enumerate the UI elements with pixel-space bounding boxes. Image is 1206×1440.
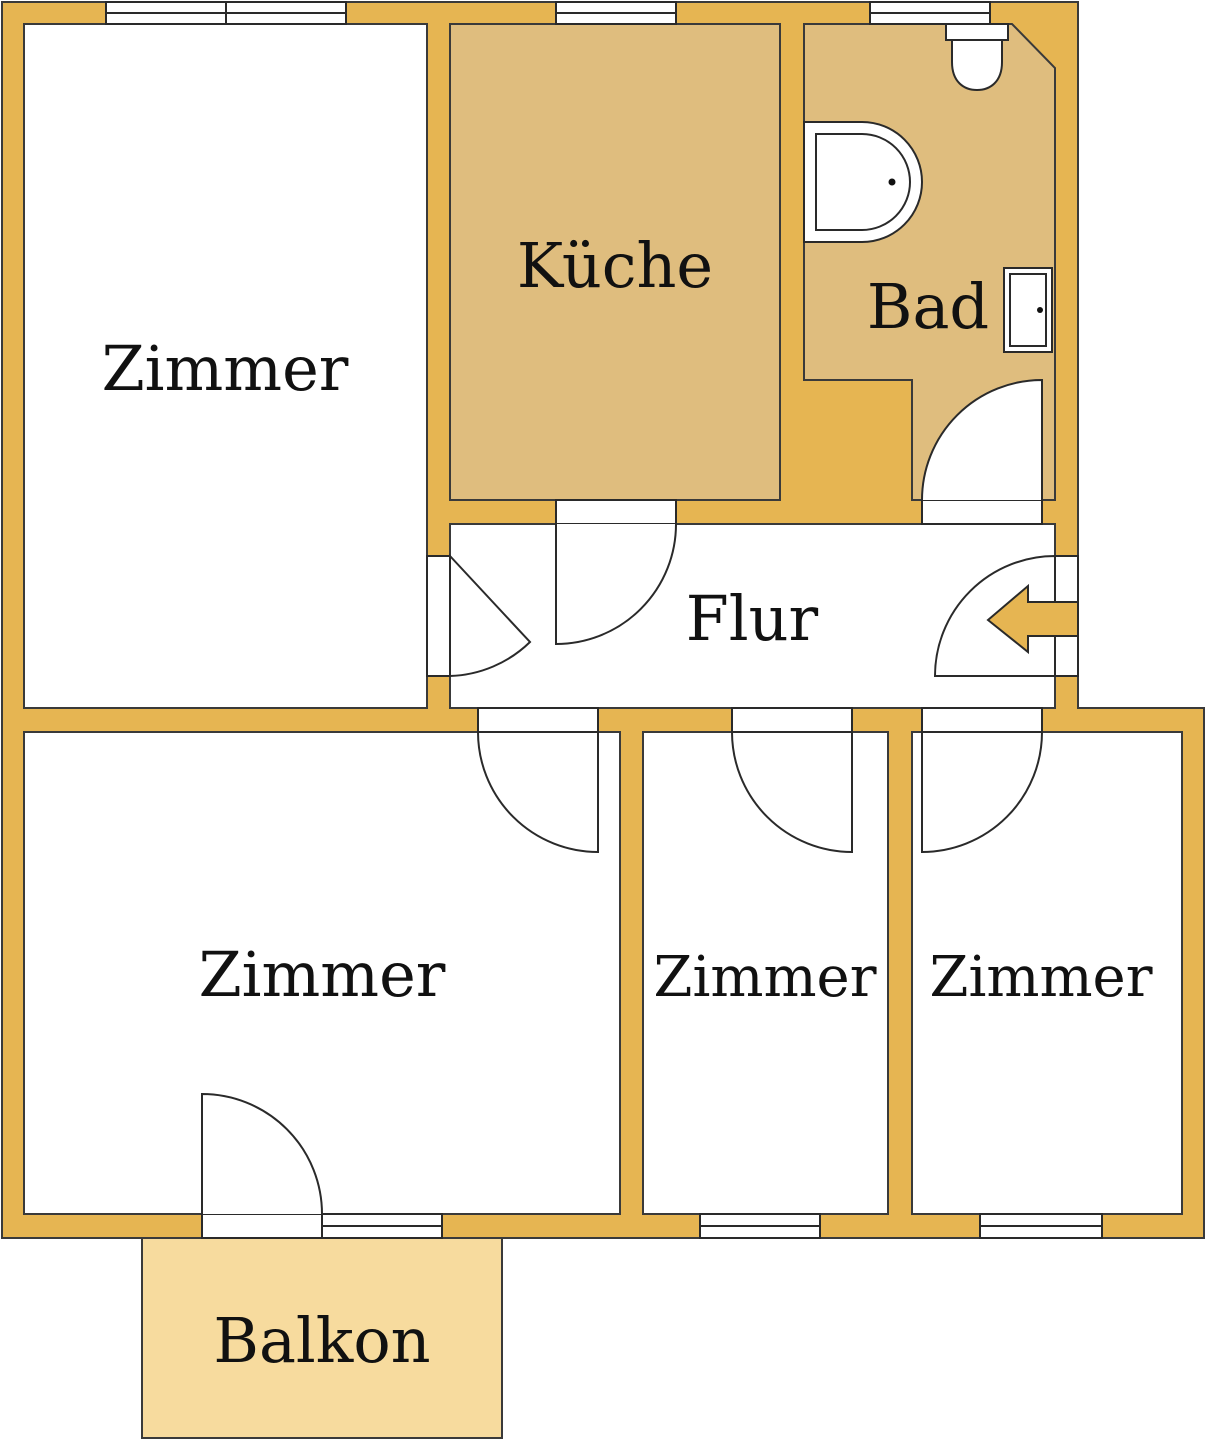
label-kueche: Küche	[517, 229, 713, 302]
doors	[201, 378, 1079, 1239]
bathtub-inner	[815, 133, 911, 231]
door-zimmer-top-left	[449, 553, 532, 678]
door-bad-opening	[921, 499, 1043, 525]
label-flur: Flur	[686, 582, 819, 655]
door-zimmer-bottom-right-opening	[921, 707, 1043, 733]
sink-icon	[1003, 267, 1053, 353]
room-labels: Zimmer Küche Bad Flur Zimmer Zimmer Zimm…	[102, 229, 1153, 1377]
door-bad	[921, 378, 1043, 501]
label-zimmer-bottom-middle: Zimmer	[654, 945, 877, 1010]
label-bad: Bad	[867, 270, 989, 343]
door-zimmer-top-left-opening	[426, 555, 451, 677]
door-kueche	[555, 523, 677, 646]
label-zimmer-top-left: Zimmer	[102, 332, 349, 405]
bathroom-fixtures	[803, 23, 1053, 353]
door-zimmer-bottom-left	[476, 731, 599, 854]
sink-basin	[1009, 273, 1047, 347]
door-zimmer-bottom-middle	[730, 731, 853, 854]
door-zimmer-bottom-left-opening	[477, 707, 599, 733]
label-zimmer-bottom-right: Zimmer	[930, 945, 1153, 1010]
door-kueche-opening	[555, 499, 677, 525]
door-zimmer-bottom-middle-opening	[731, 707, 853, 733]
room-balkon	[141, 1237, 503, 1439]
door-balkon	[201, 1092, 323, 1215]
sink-drain	[1037, 307, 1043, 313]
entrance-arrow-icon	[986, 583, 1079, 655]
label-zimmer-bottom-left: Zimmer	[199, 938, 446, 1011]
bathtub-icon	[803, 121, 923, 243]
door-balkon-opening	[201, 1213, 323, 1239]
label-balkon: Balkon	[213, 1304, 430, 1377]
windows	[105, 1, 1103, 1239]
door-zimmer-bottom-right	[921, 731, 1044, 854]
room-zimmer-top-left	[23, 23, 428, 709]
bathtub-drain	[888, 178, 896, 186]
